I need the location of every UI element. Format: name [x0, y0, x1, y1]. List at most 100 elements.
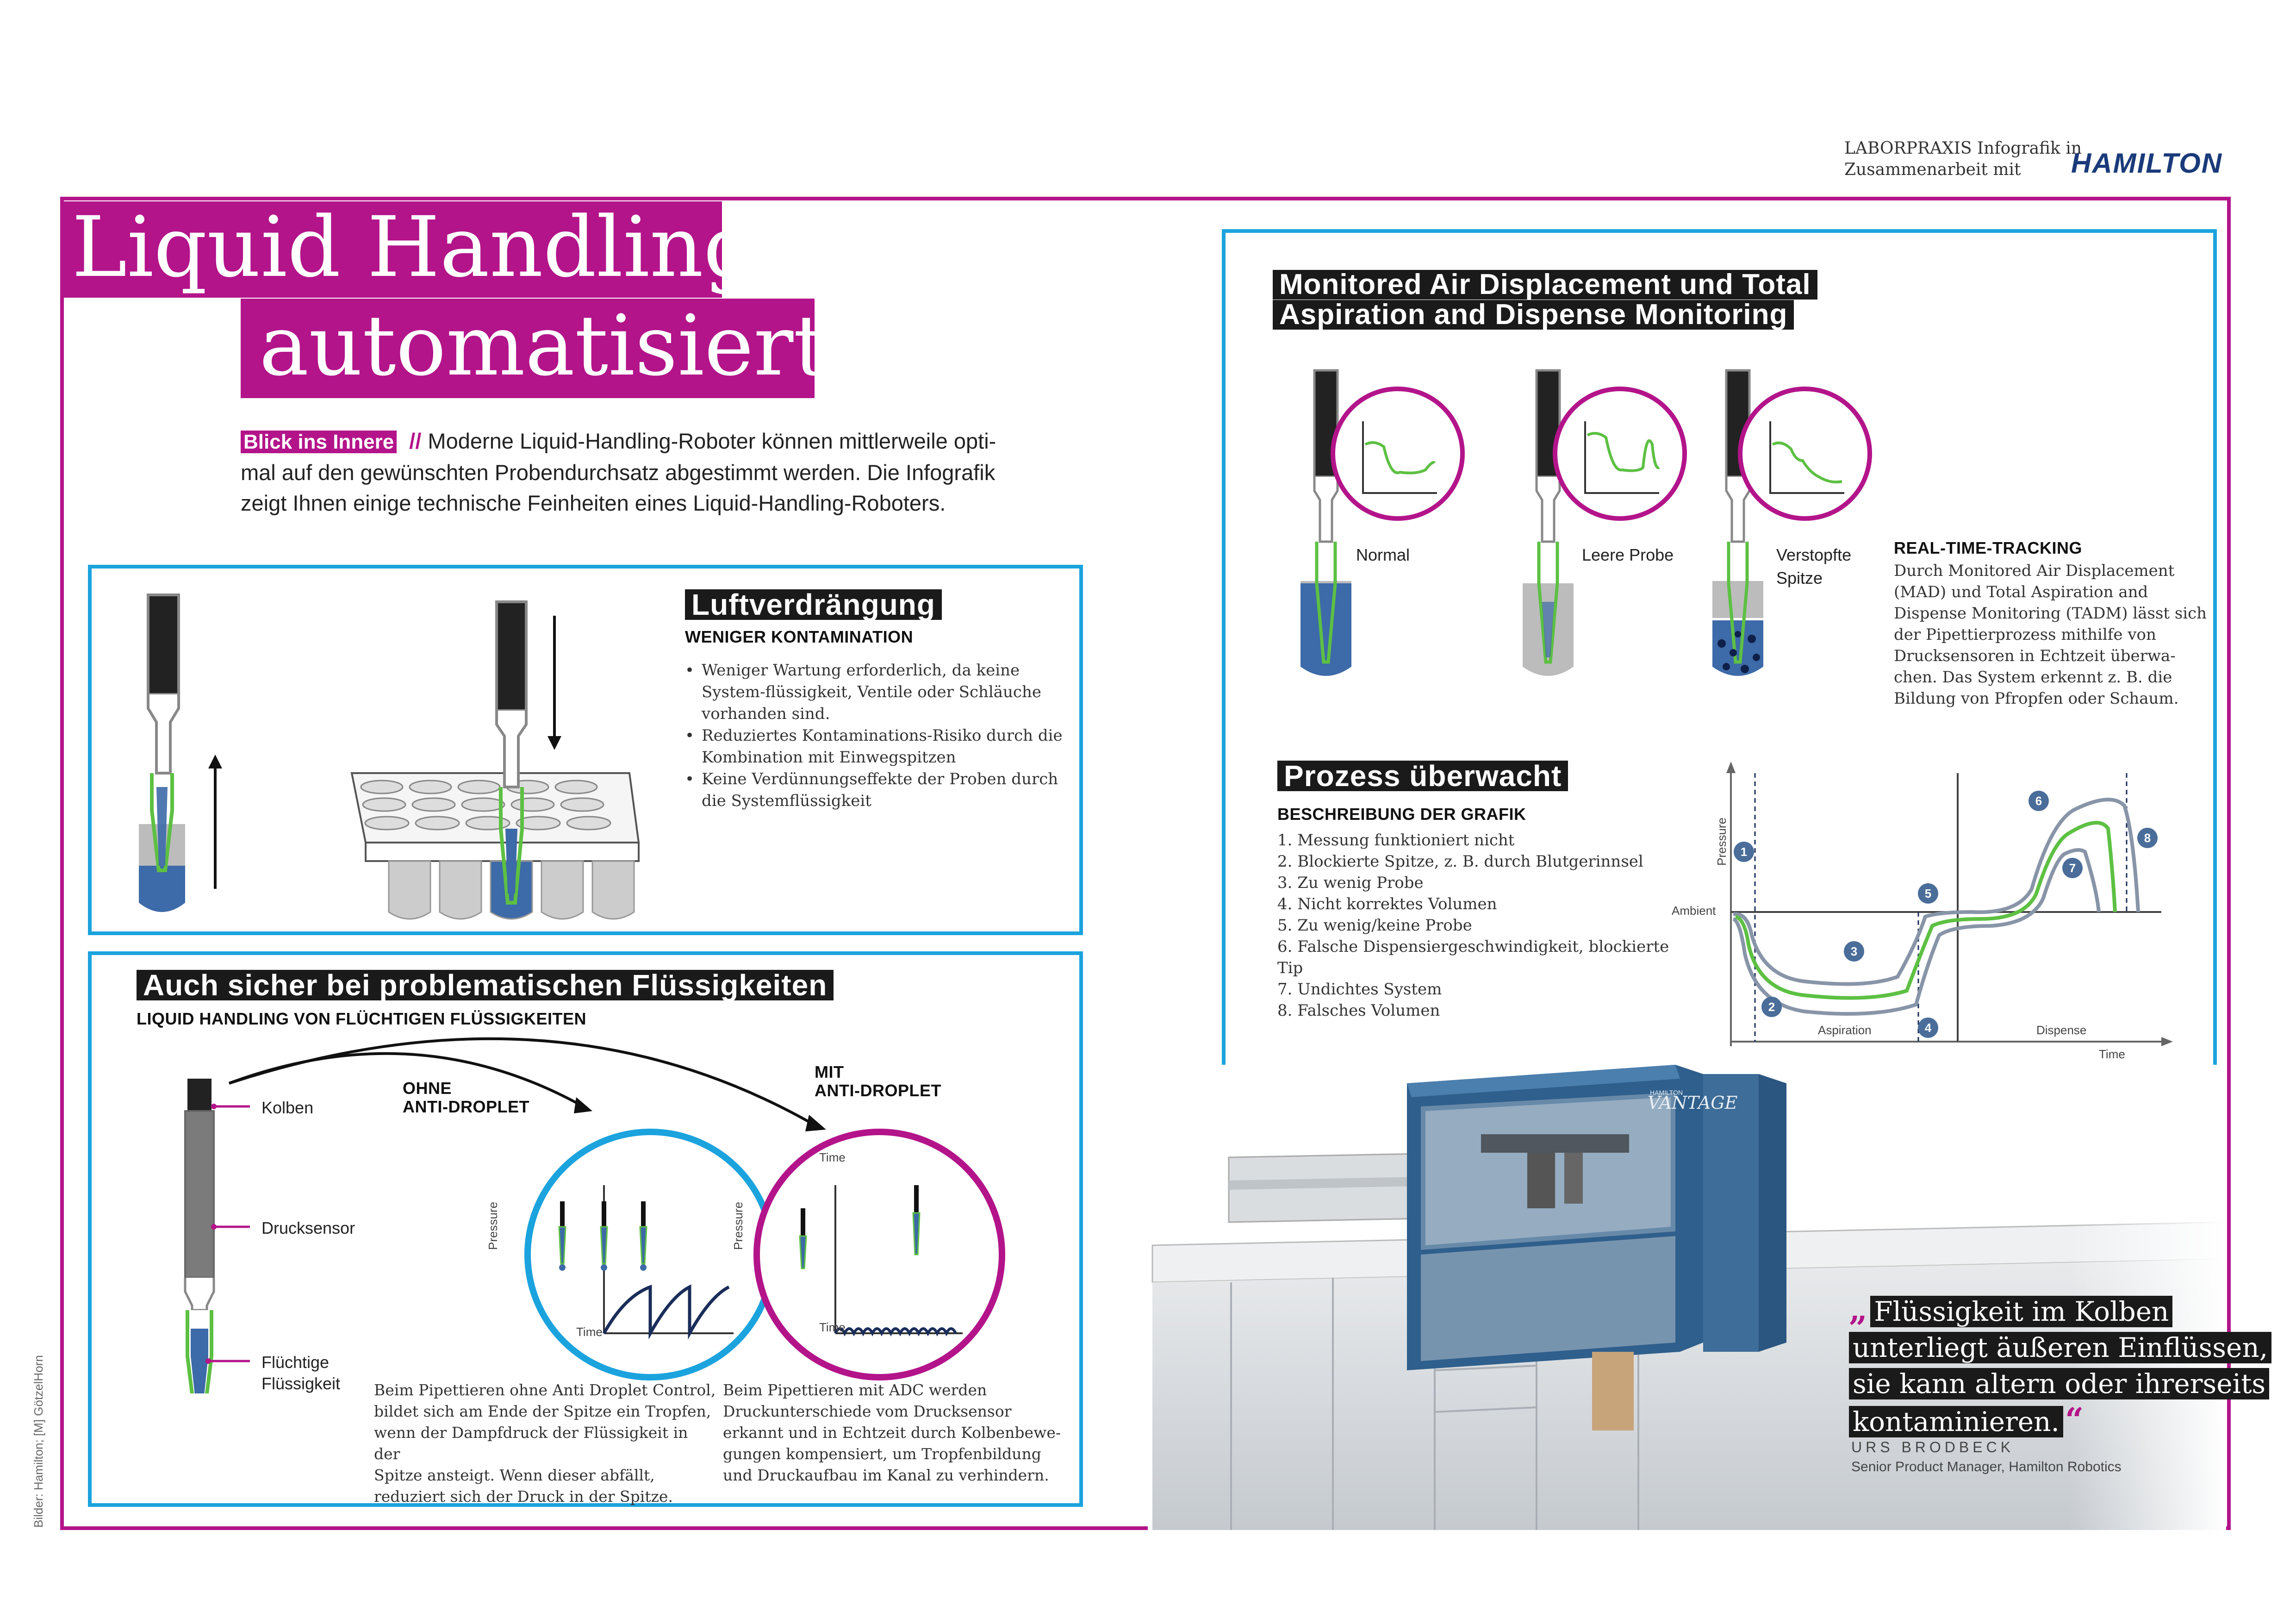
quote-line-2: unterliegt äußeren Einflüssen,	[1849, 1332, 2272, 1363]
intro-block: Blick ins Innere //Moderne Liquid-Handli…	[241, 426, 996, 518]
prozess-item-5: 5. Zu wenig/keine Probe	[1277, 916, 1472, 935]
label-kolben: Kolben	[261, 1098, 314, 1117]
label-fluechtige-2: Flüssigkeit	[261, 1374, 341, 1393]
rtt-line-5: Drucksensoren in Echtzeit überwa-	[1894, 647, 2176, 665]
ohne-axis-time: Time	[576, 1325, 603, 1339]
svg-text:3: 3	[1851, 944, 1857, 958]
mit-title-1: MIT	[815, 1062, 844, 1081]
prozess-item-4: 4. Nicht korrektes Volumen	[1277, 895, 1497, 913]
ohne-text-2: bildet sich am Ende der Spitze ein Tropf…	[374, 1402, 711, 1420]
prozess-item-8: 8. Falsches Volumen	[1277, 1001, 1440, 1020]
mad-tips-illustration	[1300, 369, 1872, 676]
quote-block: „Flüssigkeit im Kolben unterliegt äußere…	[1849, 1290, 2272, 1440]
label-drucksensor: Drucksensor	[261, 1218, 355, 1237]
ohne-text-1: Beim Pipettieren ohne Anti Droplet Contr…	[374, 1381, 716, 1399]
ohne-text-4: Spitze ansteigt. Wenn dieser abfällt,	[374, 1466, 655, 1484]
prozess-item-6: 6. Falsche Dispensiergeschwindigkeit, bl…	[1277, 937, 1669, 977]
mit-title-2: ANTI-DROPLET	[815, 1081, 941, 1100]
mit-text-1: Beim Pipettieren mit ADC werden	[723, 1381, 987, 1399]
intro-line-1: Moderne Liquid-Handling-Roboter können m…	[428, 429, 996, 453]
graph-dispense-label: Dispense	[2036, 1023, 2087, 1037]
ohne-title-2: ANTI-DROPLET	[403, 1097, 529, 1116]
case-normal: Normal	[1356, 545, 1410, 564]
mit-text-3: erkannt und in Echtzeit durch Kolbenbewe…	[723, 1424, 1061, 1442]
hamilton-logo: HAMILTON	[2071, 148, 2223, 179]
title-line-2: automatisiert	[241, 299, 827, 398]
graph-aspiration-label: Aspiration	[1818, 1023, 1872, 1037]
prozess-item-2: 2. Blockierte Spitze, z. B. durch Blutge…	[1277, 852, 1643, 871]
tip-clogged	[1712, 369, 1872, 676]
problem-subheading: LIQUID HANDLING VON FLÜCHTIGEN FLÜSSIGKE…	[137, 1009, 586, 1028]
robot-brand-small-text: HAMILTON	[1650, 1089, 1683, 1096]
quote-line-1: Flüssigkeit im Kolben	[1870, 1296, 2173, 1327]
quote-author: URS BRODBECK	[1851, 1439, 2015, 1455]
graph-pressure-label: Pressure	[1715, 817, 1729, 866]
case-clogged-2: Spitze	[1776, 568, 1823, 587]
luft-bullet-3: Keine Verdünnungseffekte der Proben durc…	[685, 768, 1064, 812]
case-clogged-1: Verstopfte	[1776, 545, 1852, 564]
luft-bullet-2: Reduziertes Kontaminations-Risiko durch …	[685, 725, 1064, 768]
intro-separator: //	[409, 429, 422, 453]
mit-text-4: gungen kompensiert, um Tropfenbildung	[723, 1445, 1041, 1463]
tip-aspirating	[139, 593, 222, 912]
quote-line-4: kontaminieren.	[1849, 1406, 2063, 1437]
mit-text-2: Druckunterschiede vom Drucksensor	[723, 1402, 1012, 1420]
rtt-line-7: Bildung von Pfropfen oder Schaum.	[1894, 689, 2179, 708]
tip-empty	[1523, 369, 1687, 676]
rtt-line-1: Durch Monitored Air Displacement	[1894, 562, 2175, 580]
ohne-axis-pressure: Pressure	[486, 1201, 500, 1250]
rtt-line-4: der Pipettierprozess mithilfe von	[1894, 625, 2156, 644]
tip-dispensing	[495, 600, 561, 905]
credit-line-2: Zusammenarbeit mit	[1844, 160, 2021, 179]
rtt-title: REAL-TIME-TRACKING	[1894, 538, 2082, 557]
title-line-1: Liquid Handling	[62, 201, 757, 298]
mit-axis-time-top: Time	[819, 1150, 846, 1164]
quote-line-3: sie kann altern oder ihrerseits	[1849, 1368, 2270, 1399]
label-fluechtige-1: Flüchtige	[261, 1353, 330, 1372]
ohne-text-5: reduziert sich der Druck in der Spitze.	[374, 1487, 673, 1505]
rtt-text: Durch Monitored Air Displacement (MAD) u…	[1894, 560, 2209, 709]
luft-bullet-1: Weniger Wartung erforderlich, da keine S…	[685, 660, 1064, 725]
mit-axis-time-bottom: Time	[819, 1320, 846, 1334]
prozess-subheading: BESCHREIBUNG DER GRAFIK	[1277, 805, 1526, 824]
intro-line-3: zeigt Ihnen einige technische Feinheiten…	[241, 491, 946, 515]
ohne-title-1: OHNE	[403, 1079, 452, 1098]
rtt-line-2: (MAD) und Total Aspiration and	[1894, 583, 2148, 601]
svg-text:7: 7	[2069, 861, 2076, 875]
graph-ambient-label: Ambient	[1672, 904, 1716, 918]
svg-text:5: 5	[1925, 887, 1931, 900]
luft-bullets: Weniger Wartung erforderlich, da keine S…	[685, 660, 1064, 812]
mit-axis-pressure: Pressure	[731, 1201, 745, 1250]
svg-text:8: 8	[2144, 831, 2151, 845]
intro-line-2: mal auf den gewünschten Probendurchsatz …	[241, 460, 996, 485]
quote-role: Senior Product Manager, Hamilton Robotic…	[1851, 1459, 2122, 1474]
rtt-line-3: Dispense Monitoring (TADM) lässt sich	[1894, 604, 2207, 623]
problem-illustration	[184, 1037, 1005, 1393]
luft-illustration	[139, 593, 640, 920]
problem-heading: Auch sicher bei problematischen Flüssigk…	[137, 970, 834, 1000]
quote-close-mark: “	[2065, 1400, 2084, 1439]
prozess-list: 1. Messung funktioniert nicht 2. Blockie…	[1277, 830, 1685, 1021]
tip-normal	[1300, 369, 1465, 676]
graph-time-label: Time	[2099, 1047, 2125, 1061]
case-empty: Leere Probe	[1582, 545, 1674, 564]
ohne-circle	[524, 1129, 776, 1380]
svg-text:4: 4	[1925, 1021, 1932, 1035]
quote-open-mark: „	[1849, 1290, 1868, 1329]
prozess-heading: Prozess überwacht	[1277, 761, 1568, 791]
rtt-line-6: chen. Das System erkennt z. B. die	[1894, 668, 2172, 687]
ohne-text-3: wenn der Dampfdruck der Flüssigkeit in d…	[374, 1424, 688, 1463]
main-frame	[60, 197, 2231, 1530]
mit-text: Beim Pipettieren mit ADC werden Druckunt…	[723, 1380, 1065, 1486]
mad-heading-1: Monitored Air Displacement und Total	[1273, 270, 1817, 300]
mit-text-5: und Druckaufbau im Kanal zu verhindern.	[723, 1466, 1049, 1484]
tadm-graph: 1 2 3 4 5 6 7 8	[1726, 762, 2173, 1046]
intro-tag: Blick ins Innere	[241, 431, 397, 453]
image-credit: Bilder: Hamilton; [M] GötzelHorn	[31, 1355, 45, 1528]
svg-text:1: 1	[1741, 845, 1747, 859]
mad-heading-2: Aspiration and Dispense Monitoring	[1273, 300, 1794, 330]
mit-circle	[753, 1129, 1005, 1380]
prozess-item-1: 1. Messung funktioniert nicht	[1277, 831, 1515, 849]
prozess-item-3: 3. Zu wenig Probe	[1277, 874, 1424, 892]
well-plate	[350, 772, 640, 920]
